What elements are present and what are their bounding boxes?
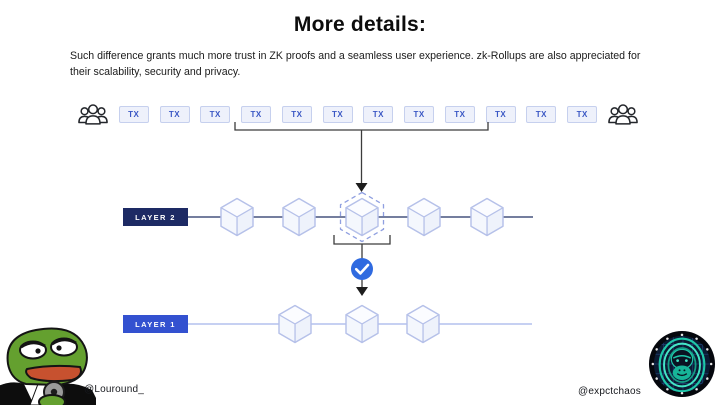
block-hexagon (406, 304, 440, 344)
tx-chip: TX (159, 105, 190, 123)
tx-chip: TX (118, 105, 149, 123)
tx-chip: TX (281, 105, 312, 123)
block-hexagon (220, 197, 254, 237)
tx-chip: TX (444, 105, 475, 123)
users-group-icon (608, 103, 638, 125)
pepe-meme-image (0, 327, 96, 405)
layer1-badge: LAYER 1 (123, 315, 188, 333)
arrow-down-icon (356, 287, 368, 296)
check-mark (354, 263, 370, 275)
block-hexagon (345, 304, 379, 344)
gorilla-logo (648, 330, 716, 398)
arrow-down-icon (355, 183, 368, 192)
right-author-handle: @expctchaos (578, 386, 641, 397)
tx-batch-bracket (234, 122, 489, 183)
selected-block-dashed-outline (339, 191, 385, 243)
tx-row: TX TX TX TX TX TX TX TX TX TX TX TX (78, 102, 638, 126)
tx-chip: TX (363, 105, 394, 123)
block-hexagon (407, 197, 441, 237)
block-hexagon (278, 304, 312, 344)
tx-chip: TX (567, 105, 598, 123)
tx-chip: TX (200, 105, 231, 123)
tx-chip: TX (322, 105, 353, 123)
check-circle-icon (351, 258, 373, 280)
tx-chip: TX (404, 105, 435, 123)
page-title: More details: (293, 13, 427, 36)
tx-chip: TX (485, 105, 516, 123)
left-author-handle: @Louround_ (84, 384, 144, 395)
tx-chip: TX (526, 105, 557, 123)
layer2-badge: LAYER 2 (123, 208, 188, 226)
block-hexagon (470, 197, 504, 237)
block-hexagon (282, 197, 316, 237)
users-group-icon (78, 103, 108, 125)
description-text: Such difference grants much more trust i… (70, 50, 641, 79)
block-hexagon-selected (345, 197, 379, 237)
tx-chip: TX (241, 105, 272, 123)
